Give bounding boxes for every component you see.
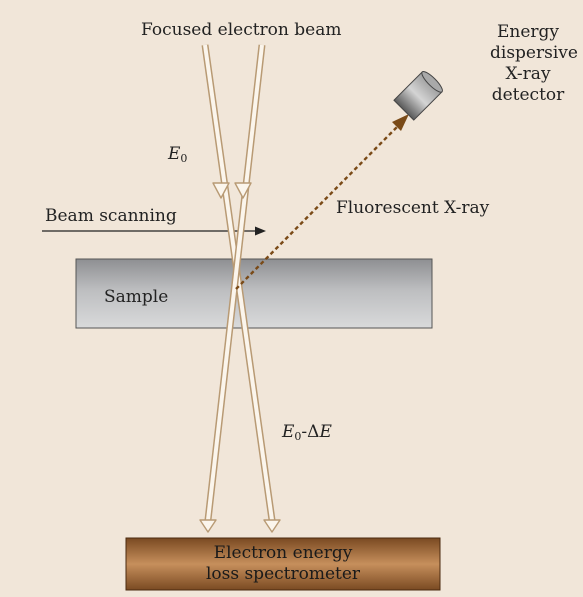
xray-detector (393, 71, 443, 121)
spectrometer-label-line2: loss spectrometer (205, 564, 361, 584)
spectrometer-box (125, 537, 441, 591)
e0-loss-subscript: 0 (294, 430, 302, 443)
detector-label-line2: dispersive (490, 43, 578, 63)
xray-arrow (235, 114, 409, 290)
e0-loss-label: E0-ΔE (282, 422, 332, 447)
e0-symbol: E (168, 144, 181, 164)
fluorescent-xray-label: Fluorescent X-ray (336, 198, 490, 218)
detector-label-line1: Energy (496, 22, 560, 42)
beam-scanning-arrow (42, 226, 266, 236)
spectrometer-label: Electron energy loss spectrometer (126, 538, 440, 590)
beam-scanning-label: Beam scanning (45, 206, 177, 226)
detector-label-line3: X-ray (505, 64, 551, 84)
focused-beam-label: Focused electron beam (141, 20, 342, 40)
e0-loss-symbol: E (282, 422, 295, 442)
detector-label-line4: detector (491, 85, 565, 105)
detector-label: Energy dispersive X-ray detector (490, 22, 578, 106)
e0-loss-delta: -Δ (301, 422, 320, 442)
e0-label: E0 (168, 144, 187, 169)
sample-slab (75, 258, 433, 329)
e0-subscript: 0 (180, 152, 188, 165)
e0-loss-e: E (319, 422, 332, 442)
sample-label: Sample (104, 287, 169, 307)
electron-beam-right (199, 44, 266, 533)
spectrometer-label-line1: Electron energy (213, 543, 353, 563)
